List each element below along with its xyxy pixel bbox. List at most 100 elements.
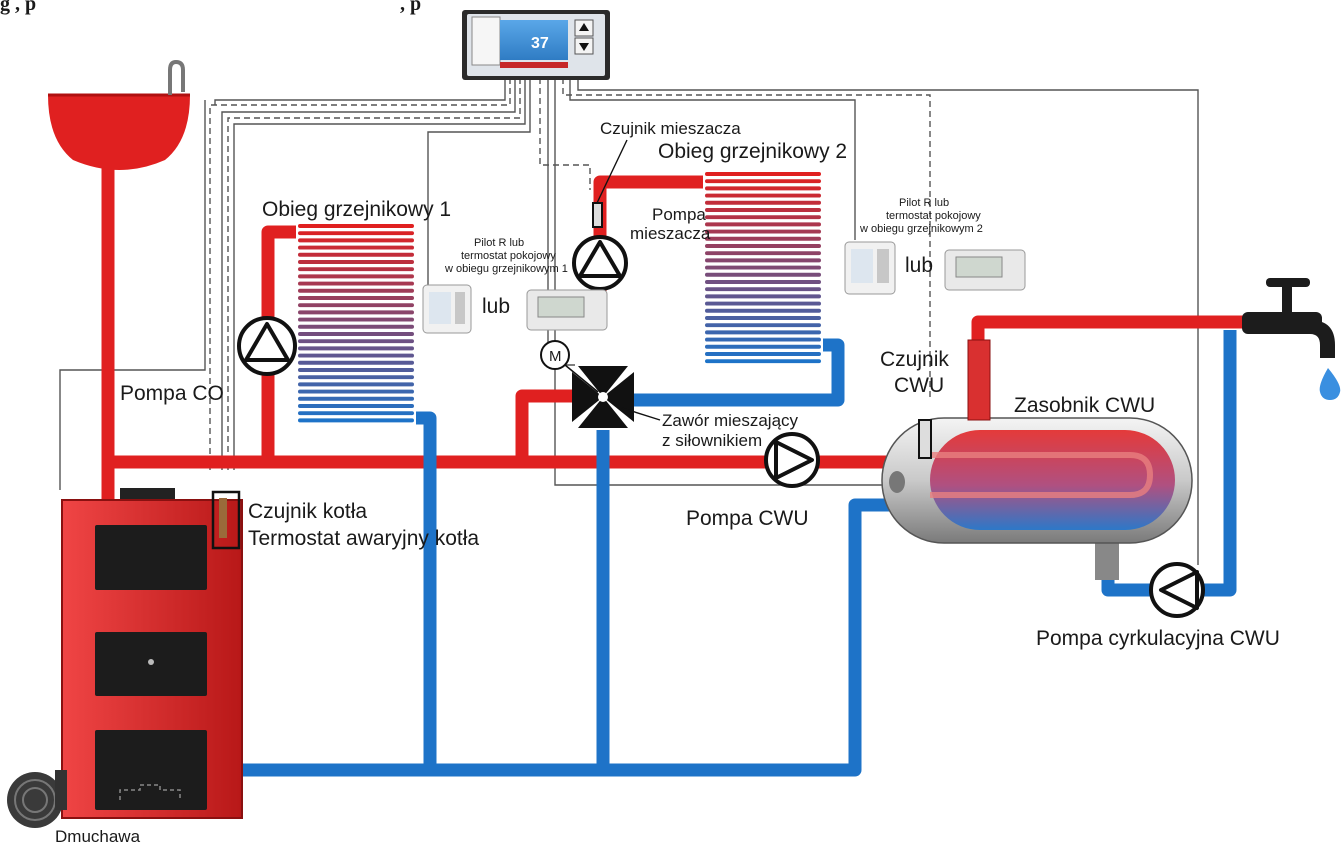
- boiler-sensor-box: [211, 490, 241, 550]
- radiator-2-fin: [705, 272, 821, 277]
- radiator-2-fin: [705, 294, 821, 299]
- radiator-2-fin: [705, 251, 821, 256]
- label-valve-1: Zawór mieszający: [662, 411, 799, 430]
- radiator-2-fin: [705, 344, 821, 349]
- radiator-1-fin: [298, 238, 414, 243]
- radiator-2-fin: [705, 229, 821, 234]
- label-pilot2-line1: Pilot R lub: [899, 197, 949, 209]
- radiator-1-fin: [298, 404, 414, 408]
- boiler: [61, 488, 243, 819]
- radiator-2-fin: [705, 186, 821, 191]
- label-motor: M: [549, 348, 562, 365]
- radiator-2-fin: [705, 215, 821, 220]
- circulation-pump: [1149, 562, 1205, 618]
- radiator-1: [296, 222, 416, 427]
- expansion-vessel: [48, 59, 190, 170]
- label-circuit-1: Obieg grzejnikowy 1: [262, 198, 451, 221]
- radiator-2-fin: [705, 244, 821, 248]
- mixer-pump: [572, 235, 628, 291]
- label-mixer-pump-1: Pompa: [652, 205, 706, 224]
- label-co-pump: Pompa CO: [120, 382, 224, 405]
- radiator-1-fin: [298, 245, 414, 250]
- radiator-2-fin: [705, 179, 821, 184]
- radiator-1-fin: [298, 368, 414, 372]
- arrow-up-icon: [579, 23, 589, 31]
- label-tank: Zasobnik CWU: [1014, 394, 1155, 417]
- radiator-2-fin: [705, 330, 821, 335]
- radiator-1-fin: [298, 274, 414, 279]
- radiator-1-fin: [298, 281, 414, 286]
- radiator-2-fin: [705, 236, 821, 241]
- radiator-2-fin: [705, 301, 821, 306]
- radiator-2-fin: [705, 193, 821, 198]
- label-cwu-sensor-2: CWU: [894, 374, 944, 397]
- radiator-1-fin: [298, 288, 414, 293]
- label-pilot2-line3: w obiegu grzejnikowym 2: [859, 223, 983, 235]
- radiator-2-fin: [705, 352, 821, 356]
- radiator-1-fin: [298, 332, 414, 336]
- radiator-1-fin: [298, 389, 414, 394]
- co-pump: [237, 316, 297, 376]
- room-thermostat-2: [944, 249, 1026, 291]
- radiator-2-fin: [705, 258, 821, 263]
- controller-display-value: 37: [531, 35, 549, 52]
- label-boiler-sensor-2: Termostat awaryjny kotła: [248, 527, 479, 550]
- label-mixer-sensor: Czujnik mieszacza: [600, 119, 741, 138]
- radiator-2-fin: [705, 287, 821, 292]
- radiator-1-fin: [298, 224, 414, 228]
- radiator-2-fin: [705, 316, 821, 320]
- radiator-1-fin: [298, 346, 414, 351]
- motor-icon: [540, 340, 570, 370]
- radiator-1-fin: [298, 303, 414, 308]
- radiator-1-fin: [298, 310, 414, 315]
- cwu-tank: [881, 339, 1193, 580]
- radiator-2-fin: [705, 337, 821, 342]
- radiator-1-fin: [298, 231, 414, 236]
- room-panel-1: [422, 284, 472, 334]
- radiator-1-fin: [298, 339, 414, 344]
- arrow-down-icon: [579, 43, 589, 51]
- mixer-sensor: [592, 139, 628, 228]
- water-tap: [1242, 278, 1341, 400]
- radiator-1-fin: [298, 360, 414, 365]
- radiator-2-fin: [705, 208, 821, 212]
- blower: [7, 770, 67, 828]
- controller-screen: [500, 20, 568, 60]
- radiator-2-fin: [705, 222, 821, 227]
- header-text-right: , p: [400, 0, 421, 15]
- radiator-1-fin: [298, 382, 414, 387]
- label-cwu-sensor-1: Czujnik: [880, 348, 949, 371]
- radiator-2-fin: [705, 172, 821, 176]
- radiator-1-fin: [298, 317, 414, 322]
- radiator-1-fin: [298, 260, 414, 264]
- radiator-1-fin: [298, 353, 414, 358]
- radiator-2: [703, 170, 823, 370]
- radiator-1-fin: [298, 411, 414, 416]
- label-boiler-sensor-1: Czujnik kotła: [248, 500, 367, 523]
- label-pilot2-line2: termostat pokojowy: [886, 210, 981, 222]
- radiator-1-fin: [298, 324, 414, 329]
- radiator-1-fin: [298, 396, 414, 401]
- label-valve-2: z siłownikiem: [662, 431, 762, 450]
- label-circ-pump: Pompa cyrkulacyjna CWU: [1036, 627, 1280, 650]
- radiator-2-fin: [705, 200, 821, 205]
- room-thermostat-1: [526, 289, 608, 331]
- label-blower: Dmuchawa: [55, 827, 141, 846]
- radiator-2-fin: [705, 323, 821, 328]
- radiator-2-fin: [705, 308, 821, 313]
- cwu-pump: [764, 432, 820, 488]
- cwu-sensor: [918, 419, 932, 459]
- radiator-2-fin: [705, 359, 821, 364]
- radiator-1-fin: [298, 252, 414, 257]
- label-or-2: lub: [905, 254, 933, 277]
- mixing-valve: [540, 340, 661, 428]
- label-circuit-2: Obieg grzejnikowy 2: [658, 140, 847, 163]
- label-or-1: lub: [482, 295, 510, 318]
- label-pilot1-line2: termostat pokojowy: [461, 250, 556, 262]
- room-panel-2: [844, 241, 896, 295]
- controller-panel: 37: [462, 10, 610, 80]
- label-mixer-pump-2: mieszacza: [630, 224, 711, 243]
- radiator-2-fin: [705, 265, 821, 270]
